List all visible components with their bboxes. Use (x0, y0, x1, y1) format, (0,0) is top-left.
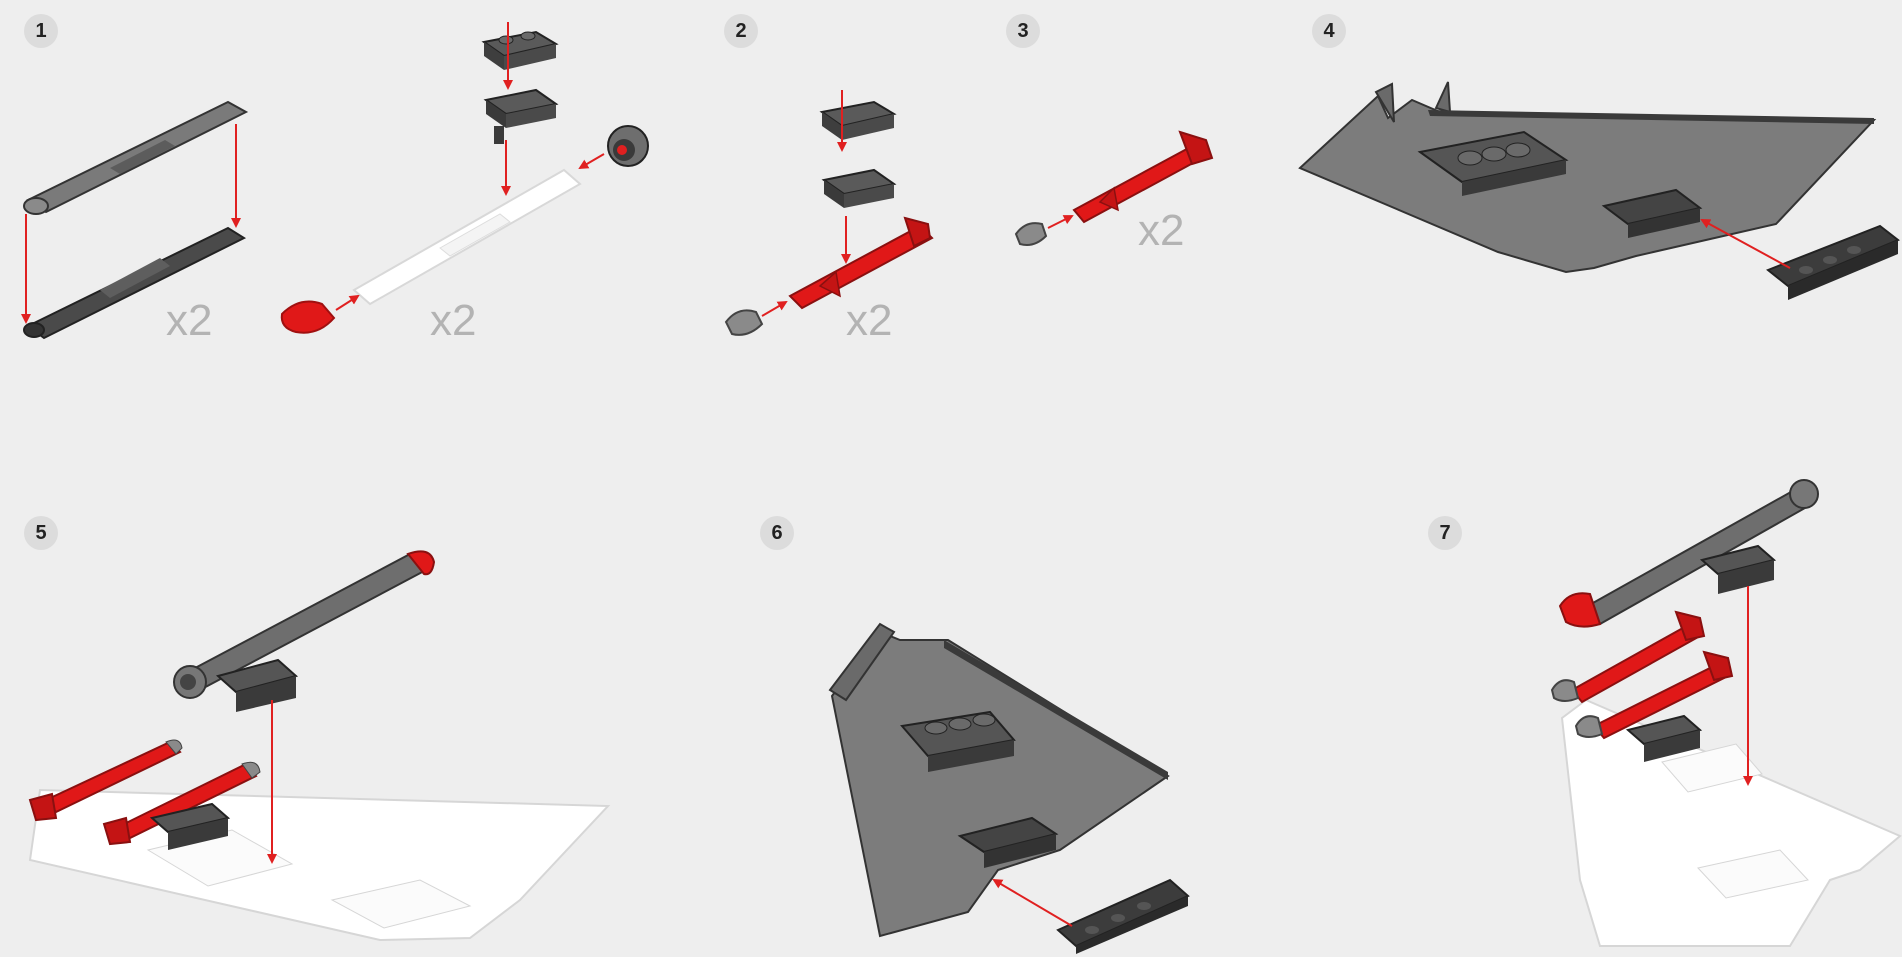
red-missile (1074, 132, 1212, 222)
step-4-illustration (1300, 82, 1898, 300)
arrow (1048, 216, 1072, 228)
connector-ring (608, 126, 648, 166)
red-nose-cone (282, 302, 334, 333)
step-1-illustration (24, 22, 648, 338)
clip-plate (824, 170, 894, 208)
arrow (762, 302, 786, 316)
step-5-illustration (30, 551, 608, 940)
clip-plate (486, 90, 556, 144)
step-3-illustration (1016, 132, 1212, 245)
step-7-illustration (1552, 480, 1900, 946)
gray-missile (174, 551, 434, 698)
arrow (336, 296, 358, 310)
arrow (994, 880, 1072, 926)
wing (1300, 82, 1874, 272)
wing (830, 624, 1168, 936)
step-6-illustration (830, 624, 1188, 954)
tube-assembled-ghost (354, 170, 580, 304)
tube-half-bottom (24, 228, 244, 338)
gray-nose-cone (726, 310, 762, 335)
arrow (580, 154, 604, 168)
tube-half-top (24, 102, 246, 214)
step-2-illustration (726, 90, 932, 335)
wing-ghost (30, 790, 608, 940)
hinge-plate (1768, 226, 1898, 300)
wing-ghost (1562, 700, 1900, 946)
plate-1x2 (484, 32, 556, 70)
gray-missile (1560, 480, 1818, 627)
hinge-plate (1058, 880, 1188, 954)
gray-nose-cone (1016, 223, 1046, 245)
red-missile (790, 218, 932, 308)
plate-1x2 (822, 102, 894, 140)
